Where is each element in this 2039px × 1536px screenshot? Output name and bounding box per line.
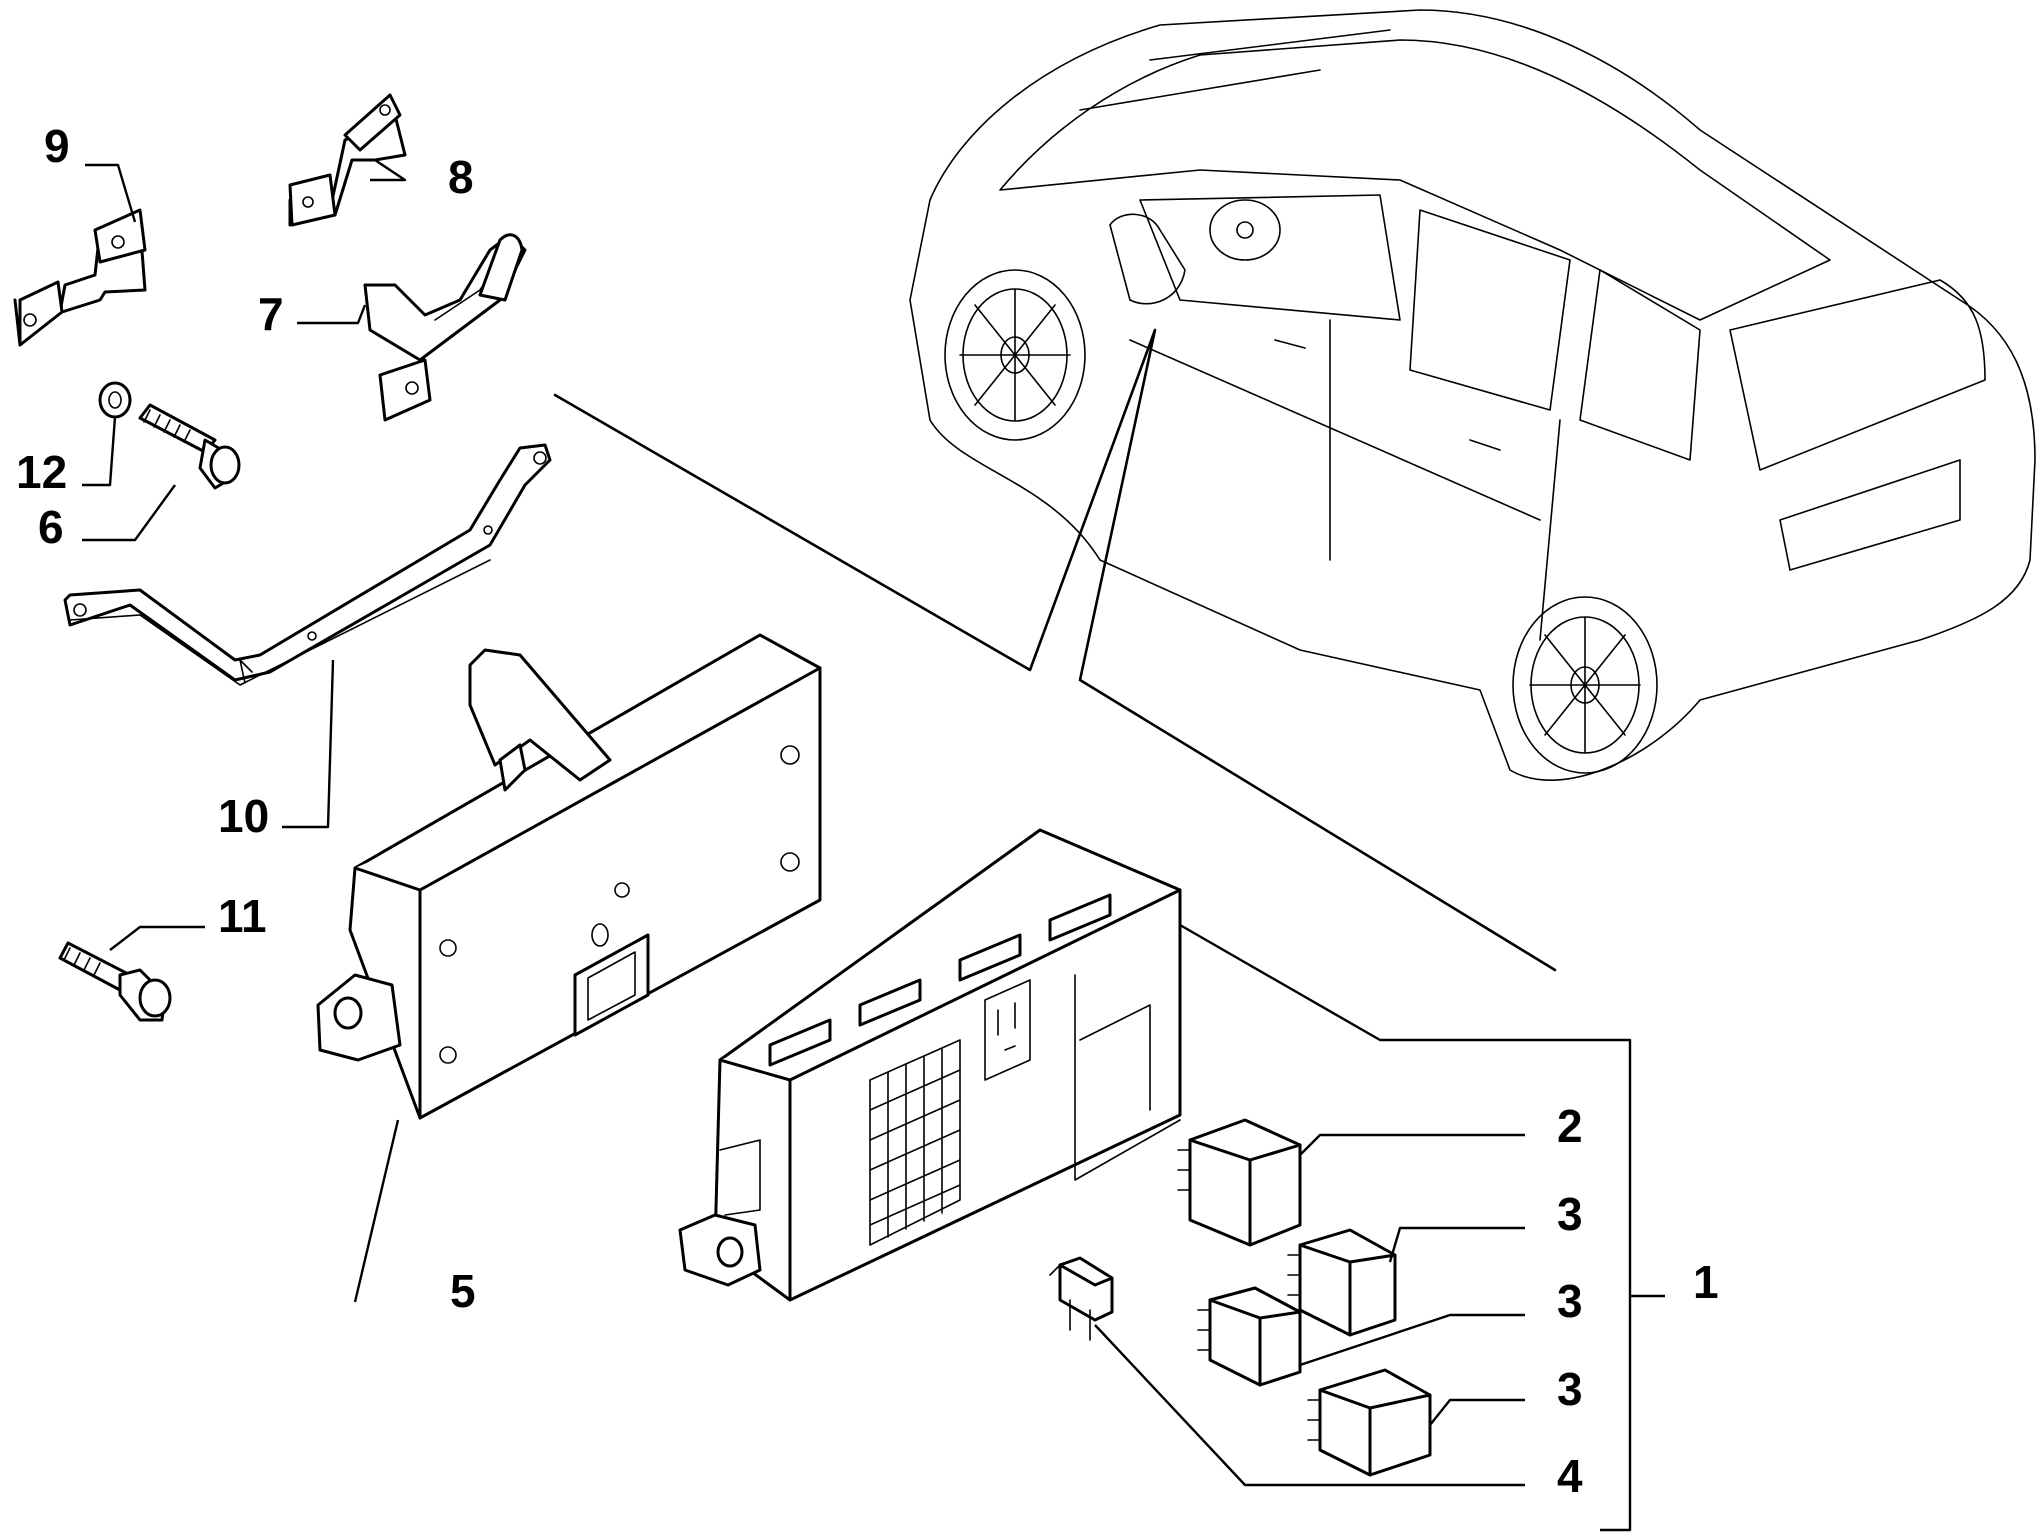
- relay-3-middle: [1197, 1286, 1302, 1387]
- callout-3-middle: 3: [1557, 1275, 1583, 1327]
- bolt-6: [138, 403, 241, 490]
- callout-1: 1: [1693, 1256, 1719, 1308]
- washer-12: [98, 381, 132, 419]
- relay-2: [1177, 1118, 1302, 1247]
- bracket-10: [63, 443, 552, 686]
- relay-3-upper: [1287, 1228, 1397, 1337]
- control-module-5: [316, 633, 822, 1120]
- callout-5: 5: [450, 1265, 476, 1317]
- callout-6: 6: [38, 501, 64, 553]
- callout-7: 7: [258, 288, 284, 340]
- callout-9: 9: [44, 120, 70, 172]
- bracket-7: [363, 233, 527, 422]
- connector-lines: [553, 328, 1557, 972]
- callout-2: 2: [1557, 1100, 1583, 1152]
- callout-3-upper: 3: [1557, 1188, 1583, 1240]
- bolt-11: [58, 941, 172, 1022]
- callout-10: 10: [218, 790, 269, 842]
- callout-11: 11: [218, 890, 267, 942]
- bracket-8: [288, 93, 407, 227]
- callout-3-lower: 3: [1557, 1363, 1583, 1415]
- bracket-9: [13, 208, 147, 347]
- fuse-4: [1049, 1256, 1114, 1341]
- front-wheel-icon: [944, 269, 1086, 441]
- callout-4: 4: [1557, 1450, 1583, 1502]
- fuse-box-1: [678, 828, 1182, 1302]
- rear-wheel-icon: [1512, 596, 1658, 774]
- fuse-grid: [869, 1039, 961, 1246]
- callout-12: 12: [16, 446, 67, 498]
- callout-8: 8: [448, 151, 474, 203]
- relay-3-lower: [1307, 1368, 1432, 1477]
- vehicle-illustration: [909, 9, 2036, 781]
- leader-lines: [82, 159, 1665, 1532]
